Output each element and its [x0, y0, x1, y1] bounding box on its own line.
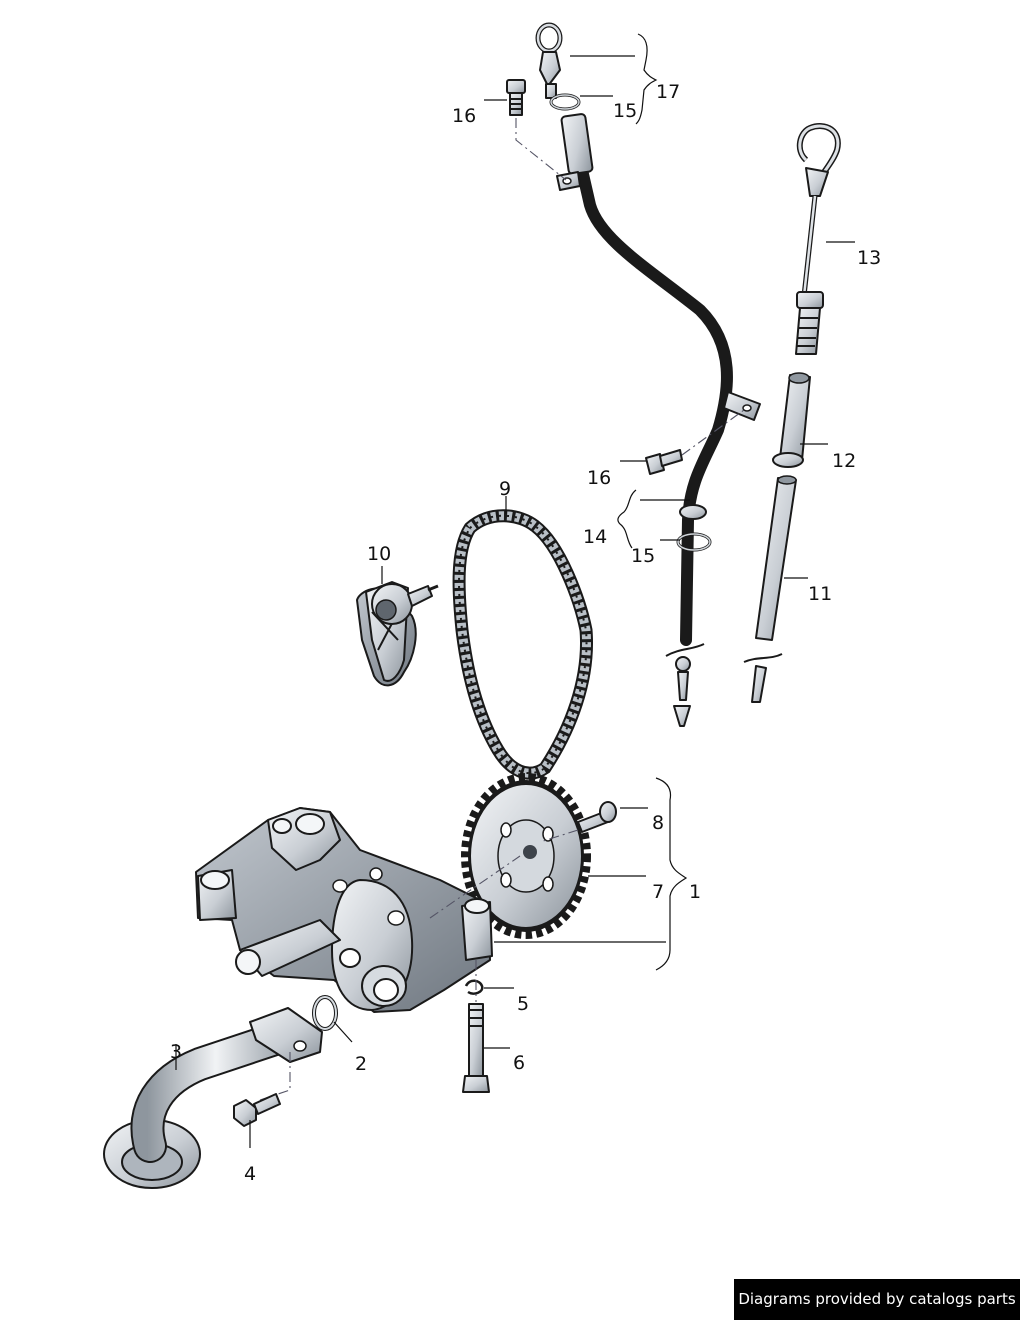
label-8: 8 [652, 812, 664, 834]
label-17: 17 [656, 81, 680, 103]
sprocket [461, 773, 591, 939]
label-13: 13 [857, 247, 881, 269]
pipe-bolt [233, 1093, 281, 1127]
diagram-credit: Diagrams provided by catalogs parts [734, 1279, 1020, 1320]
dipstick-guide-tube-upper [535, 22, 761, 727]
label-16-lower: 16 [587, 467, 611, 489]
bolt-16-upper [506, 79, 526, 116]
label-9: 9 [499, 478, 511, 500]
drive-chain [452, 509, 594, 780]
label-14: 14 [583, 526, 607, 548]
label-11: 11 [808, 583, 832, 605]
label-4: 4 [244, 1163, 256, 1185]
label-6: 6 [513, 1052, 525, 1074]
leader-lines [175, 33, 855, 1148]
o-ring [312, 995, 338, 1031]
label-1: 1 [689, 881, 701, 903]
label-15-upper: 15 [613, 100, 637, 122]
oil-pump [195, 807, 493, 1013]
part-labels: 17 15 16 13 12 16 14 15 9 10 11 8 7 1 5 … [170, 81, 881, 1185]
pump-mounting-bolt [462, 979, 490, 1093]
sprocket-bolt [577, 801, 617, 833]
label-10: 10 [367, 543, 391, 565]
label-15-lower: 15 [631, 545, 655, 567]
dipstick-right [743, 123, 841, 703]
label-3: 3 [170, 1041, 182, 1063]
oil-intake-pipe [103, 1007, 323, 1189]
label-2: 2 [355, 1053, 367, 1075]
bolt-16-lower [645, 449, 683, 475]
label-5: 5 [517, 993, 529, 1015]
label-7: 7 [652, 881, 664, 903]
label-12: 12 [832, 450, 856, 472]
chain-tensioner [356, 581, 439, 687]
label-16-upper: 16 [452, 105, 476, 127]
